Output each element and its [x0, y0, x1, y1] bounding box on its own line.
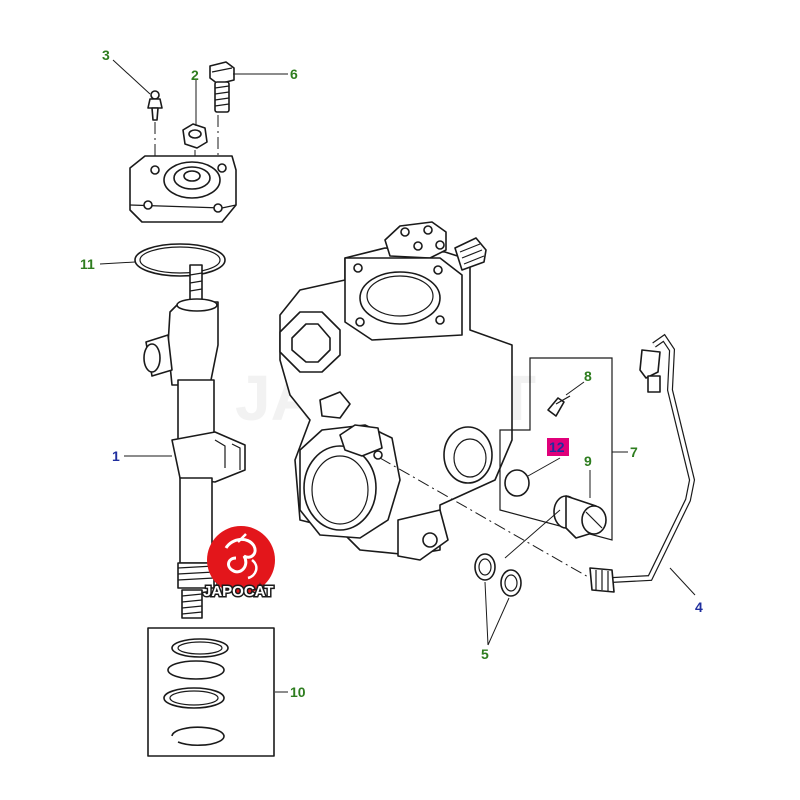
- callout-8[interactable]: 8: [584, 368, 592, 384]
- sector-shaft-part-1[interactable]: [143, 264, 246, 619]
- callout-7[interactable]: 7: [630, 444, 638, 460]
- steering-box-housing[interactable]: [279, 221, 513, 561]
- leader-lines: [99, 59, 696, 693]
- bleed-screw-part-8[interactable]: [547, 395, 571, 417]
- logo-text: JAPOCAT: [203, 583, 274, 600]
- washer-pair-part-5[interactable]: [474, 553, 522, 597]
- callout-12[interactable]: 12: [549, 439, 565, 455]
- bolt-part-6[interactable]: [209, 61, 235, 113]
- grease-nipple-part-3[interactable]: [147, 90, 163, 175]
- japocat-logo: JAPOCAT: [202, 526, 275, 602]
- callout-1[interactable]: 1: [112, 448, 120, 464]
- fluid-pipe-part-4[interactable]: [589, 333, 696, 593]
- callout-5[interactable]: 5: [481, 646, 489, 662]
- seal-kit-box-part-10[interactable]: [147, 627, 275, 757]
- part-group-box-7: [499, 357, 613, 541]
- callout-12-highlight: [547, 438, 569, 456]
- callout-6[interactable]: 6: [290, 66, 298, 82]
- callout-10[interactable]: 10: [290, 684, 306, 700]
- top-cover-plate[interactable]: [129, 155, 237, 223]
- plug-part-9[interactable]: [553, 495, 607, 539]
- callout-4[interactable]: 4: [695, 599, 703, 615]
- seal-part-12[interactable]: [504, 469, 530, 497]
- callout-11[interactable]: 11: [80, 256, 95, 272]
- o-ring-part-11[interactable]: [134, 243, 226, 277]
- callout-2[interactable]: 2: [191, 67, 199, 83]
- callout-3[interactable]: 3: [102, 47, 110, 63]
- callout-9[interactable]: 9: [584, 453, 592, 469]
